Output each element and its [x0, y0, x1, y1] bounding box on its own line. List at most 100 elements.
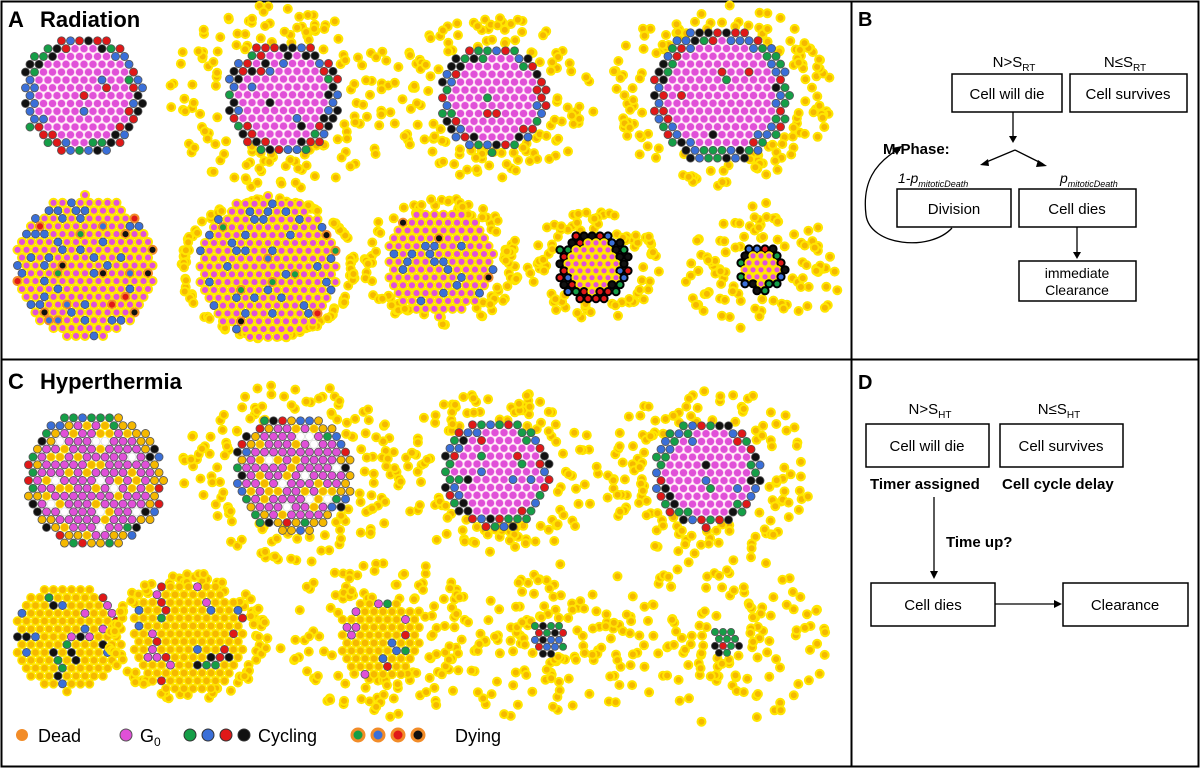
dead-cell [96, 444, 105, 454]
g0-cell [677, 75, 686, 85]
g0-cell [79, 221, 91, 232]
cycling-cell [465, 46, 474, 56]
dead-cell [750, 425, 761, 436]
dead-cell [619, 90, 630, 101]
dead-cell [260, 21, 271, 31]
g0-cell [118, 515, 128, 525]
cycling-cell [98, 593, 108, 603]
g0-cell [75, 99, 84, 108]
cycling-cell [492, 46, 501, 56]
g0-cell [692, 476, 702, 486]
dead-cell [204, 448, 215, 459]
g0-cell [100, 499, 110, 509]
g0-cell [93, 260, 104, 271]
cycling-cell [744, 145, 754, 155]
dead-cell [161, 668, 171, 678]
dying-cell [57, 260, 68, 271]
g0-cell [260, 447, 269, 457]
g0-cell [273, 471, 283, 481]
cycling-cell [250, 215, 259, 224]
g0-cell [278, 494, 287, 504]
dead-cell [361, 452, 372, 463]
cycling-cell [501, 46, 510, 56]
dead-cell [785, 36, 796, 46]
g0-cell [672, 67, 682, 77]
cycling-cell [30, 52, 39, 61]
dead-cell [30, 616, 41, 626]
cycling-cell [107, 315, 117, 325]
dead-cell [717, 17, 727, 28]
g0-cell [583, 252, 593, 262]
cycling-cell [206, 605, 216, 615]
g0-cell [305, 510, 314, 520]
dead-cell [512, 699, 523, 710]
dead-cell [775, 12, 786, 23]
dead-cell [210, 644, 221, 655]
dying-cell [764, 279, 774, 289]
dead-cell [377, 46, 388, 57]
cycling-cell [699, 36, 709, 46]
g0-cell [318, 439, 328, 449]
dead-cell [127, 483, 137, 493]
cycling-cell [215, 652, 225, 662]
cycling-cell [106, 138, 116, 148]
dead-cell [727, 286, 738, 297]
dead-cell [252, 177, 263, 188]
dead-cell [152, 668, 162, 678]
g0-cell [490, 459, 500, 469]
rim-cell [78, 538, 87, 548]
g0-cell [514, 116, 524, 126]
dead-cell [387, 606, 397, 617]
dead-cell [260, 494, 269, 504]
d-condition-survive: N≤SHT [1038, 401, 1080, 421]
g0-cell [699, 51, 709, 61]
dead-cell [343, 504, 354, 515]
g0-cell [591, 280, 601, 290]
g0-cell [246, 471, 256, 481]
cycling-cell [753, 145, 763, 155]
g0-cell [57, 130, 66, 140]
g0-cell [16, 236, 28, 248]
dead-cell [26, 671, 36, 681]
dead-cell [378, 606, 388, 617]
snapshot-7 [359, 194, 523, 330]
g0-cell [719, 491, 729, 501]
g0-cell [247, 98, 257, 108]
g0-cell [73, 499, 83, 509]
cycling-cell [492, 140, 501, 150]
dead-cell [807, 82, 817, 93]
cycling-cell [247, 51, 257, 61]
dead-cell [698, 305, 709, 316]
dead-cell [821, 281, 832, 292]
dead-cell [382, 680, 392, 691]
dead-cell [589, 213, 600, 224]
g0-cell [330, 261, 341, 272]
cycling-cell [663, 67, 673, 77]
dead-cell [290, 384, 301, 395]
g0-cell [105, 476, 114, 485]
dead-cell [358, 99, 369, 110]
dead-cell [183, 237, 194, 248]
cycling-cell [541, 85, 551, 95]
g0-cell [330, 277, 341, 288]
dead-cell [412, 119, 423, 130]
g0-cell [737, 476, 747, 486]
dead-cell [330, 172, 341, 183]
dead-cell [132, 476, 141, 485]
cycling-cell [205, 230, 214, 240]
cycling-cell [499, 522, 509, 532]
g0-cell [57, 323, 68, 334]
g0-cell [79, 252, 91, 263]
g0-cell [607, 252, 617, 262]
rim-cell [114, 413, 123, 423]
dead-cell [117, 654, 128, 665]
dead-cell [761, 558, 771, 569]
b-box-cell-survives-label: Cell survives [1085, 86, 1170, 103]
dead-cell [411, 668, 422, 678]
cycling-cell [540, 467, 549, 477]
g0-cell [120, 99, 129, 108]
g0-cell [704, 59, 713, 69]
g0-cell [519, 109, 528, 118]
dead-cell [170, 636, 180, 647]
dead-cell [355, 497, 366, 507]
